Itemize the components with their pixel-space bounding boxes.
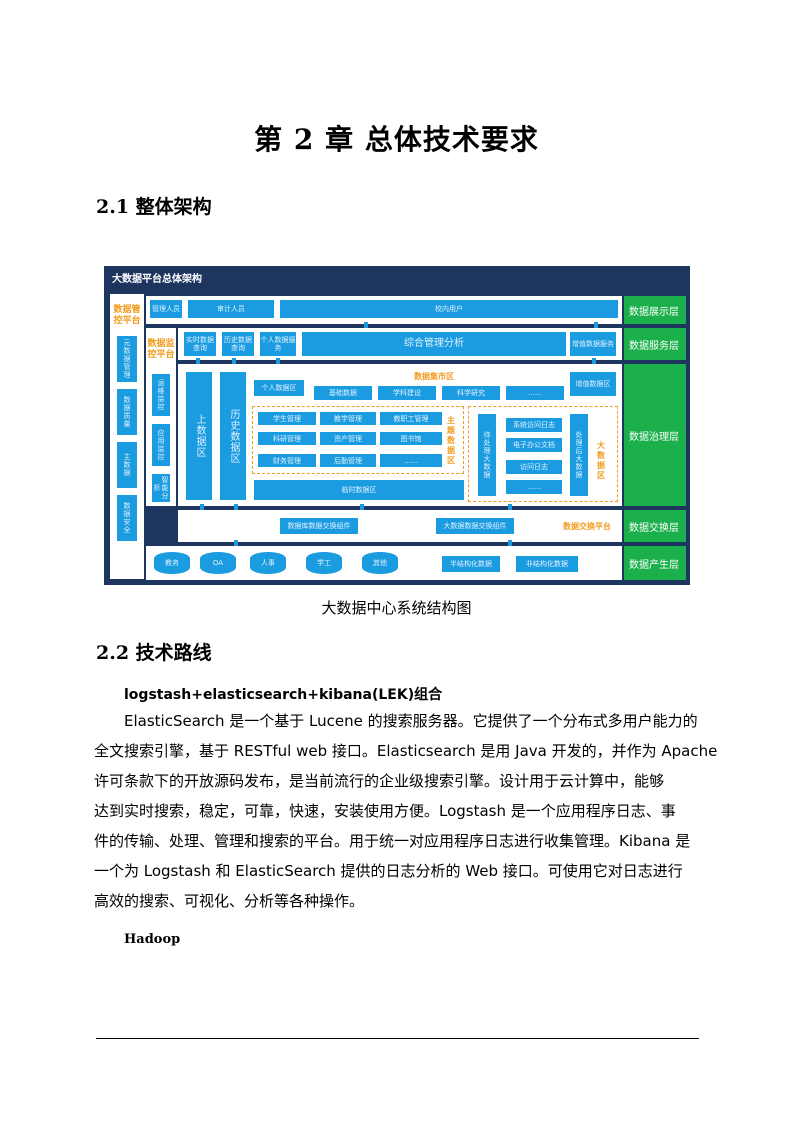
flow-arrow	[364, 322, 368, 328]
topic-library: 图书馆	[380, 432, 442, 445]
value-added-area: 增值数据区	[570, 372, 616, 396]
temp-area: 临时数据区	[254, 480, 464, 500]
display-auditors: 审计人员	[188, 300, 274, 318]
display-campus-users: 校内用户	[280, 300, 618, 318]
mart-basic: 基础数据	[314, 386, 372, 400]
layer-exchange: 数据交换层	[624, 510, 686, 542]
source-other: 其他	[362, 552, 398, 574]
paragraph-line: 件的传输、处理、管理和搜索的平台。用于统一对应用程序日志进行收集管理。Kiban…	[94, 832, 691, 850]
processed-bigdata: 处理后大数据	[570, 414, 588, 496]
subheading-hadoop: Hadoop	[124, 932, 181, 947]
layer-display: 数据展示层	[624, 296, 686, 324]
mart-research: 科学研究	[442, 386, 500, 400]
exchange-layer-panel	[178, 510, 622, 542]
flow-arrow	[234, 540, 238, 546]
source-student-affairs: 学工	[306, 552, 342, 574]
service-history: 历史数据查询	[222, 332, 254, 356]
service-value-added: 增值数据服务	[570, 332, 616, 356]
section-heading-architecture: 2.1 整体架构	[96, 196, 212, 218]
topic-assets: 资产管理	[320, 432, 376, 445]
topic-finance: 财务管理	[258, 454, 316, 467]
flow-arrow	[592, 358, 596, 364]
figure-caption: 大数据中心系统结构图	[321, 599, 472, 617]
topic-more: ……	[380, 454, 442, 467]
flow-arrow	[200, 504, 204, 510]
paragraph-line: 许可条款下的开放源码发布，是当前流行的企业级搜索引擎。设计用于云计算中，能够	[94, 772, 665, 790]
mgmt-item-metadata: 元数据管理	[117, 336, 137, 382]
paragraph-elasticsearch: ElasticSearch 是一个基于 Lucene 的搜索服务器。它提供了一个…	[94, 706, 717, 916]
exchange-platform-title: 数据交换平台	[563, 521, 611, 531]
monitor-smart: 智能分析	[152, 474, 170, 502]
paragraph-line: 一个为 Logstash 和 ElasticSearch 提供的日志分析的 We…	[94, 862, 683, 880]
bigdata-area-frame	[468, 406, 618, 502]
log-system: 系统访问日志	[506, 418, 562, 432]
flow-arrow	[234, 504, 238, 510]
flow-arrow	[508, 540, 512, 546]
exchange-bigdata: 大数据数据交换组件	[436, 518, 514, 534]
footer-rule	[96, 1038, 699, 1039]
mgmt-item-security: 数据安全	[117, 495, 137, 541]
monitor-ops: 运维监控	[152, 374, 170, 416]
topic-title: 主题数据区	[447, 416, 455, 465]
flow-arrow	[594, 322, 598, 328]
flow-arrow	[196, 358, 200, 364]
mart-discipline: 学科建设	[378, 386, 436, 400]
section-heading-tech-route: 2.2 技术路线	[96, 642, 212, 664]
subheading-lek: logstash+elasticsearch+kibana(LEK)组合	[124, 687, 443, 703]
display-managers: 管理人员	[150, 300, 182, 318]
unstructured-data: 非结构化数据	[516, 556, 578, 572]
bigdata-title: 大数据区	[597, 441, 605, 480]
source-oa: OA	[200, 552, 236, 574]
paragraph-line: 达到实时搜索，稳定，可靠，快速，安装使用方便。Logstash 是一个应用程序日…	[94, 802, 676, 820]
topic-area-frame	[252, 406, 464, 474]
monitor-app: 应用监控	[152, 424, 170, 466]
diagram-title: 大数据平台总体架构	[112, 274, 202, 285]
monitor-platform-title: 数据监控平台	[147, 339, 175, 360]
upload-area: 上数据区	[186, 372, 212, 500]
log-office-docs: 电子办公文档	[506, 438, 562, 452]
paragraph-line: 全文搜索引擎，基于 RESTful web 接口。Elasticsearch 是…	[94, 742, 718, 760]
history-area: 历史数据区	[220, 372, 246, 500]
mart-title: 数据集市区	[414, 371, 454, 381]
topic-staff: 教职工管理	[380, 412, 442, 425]
layer-service: 数据服务层	[624, 328, 686, 360]
mgmt-platform-title: 数据管控平台	[113, 305, 141, 326]
exchange-db: 数据库数据交换组件	[280, 518, 358, 534]
source-academic: 教务	[154, 552, 190, 574]
topic-student: 学生管理	[258, 412, 316, 425]
flow-arrow	[232, 358, 236, 364]
flow-arrow	[360, 504, 364, 510]
log-more: ……	[506, 480, 562, 494]
mgmt-item-master: 主数据	[117, 442, 137, 488]
topic-teaching: 教学管理	[320, 412, 376, 425]
chapter-title: 第 2 章 总体技术要求	[254, 123, 539, 156]
topic-research: 科研管理	[258, 432, 316, 445]
architecture-diagram: 大数据平台总体架构 数据管控平台 元数据管理 数据质量 主数据 数据安全 管理人…	[104, 266, 690, 585]
mart-personal: 个人数据区	[254, 380, 304, 396]
semi-structured-data: 半结构化数据	[442, 556, 500, 572]
log-access: 访问日志	[506, 460, 562, 474]
mgmt-item-quality: 数据质量	[117, 389, 137, 435]
flow-arrow	[508, 504, 512, 510]
topic-logistics: 后勤管理	[320, 454, 376, 467]
source-hr: 人事	[250, 552, 286, 574]
flow-arrow	[276, 358, 280, 364]
paragraph-line: ElasticSearch 是一个基于 Lucene 的搜索服务器。它提供了一个…	[124, 712, 698, 730]
layer-source: 数据产生层	[624, 546, 686, 580]
service-personal: 个人数据服务	[260, 332, 296, 356]
service-realtime: 实时数据查询	[184, 332, 216, 356]
layer-governance: 数据治理层	[624, 364, 686, 506]
unprocessed-bigdata: 待处理大数据	[478, 414, 496, 496]
paragraph-line: 高效的搜索、可视化、分析等各种操作。	[94, 892, 365, 910]
mart-more: ……	[506, 386, 564, 400]
service-analysis: 综合管理分析	[302, 332, 566, 356]
